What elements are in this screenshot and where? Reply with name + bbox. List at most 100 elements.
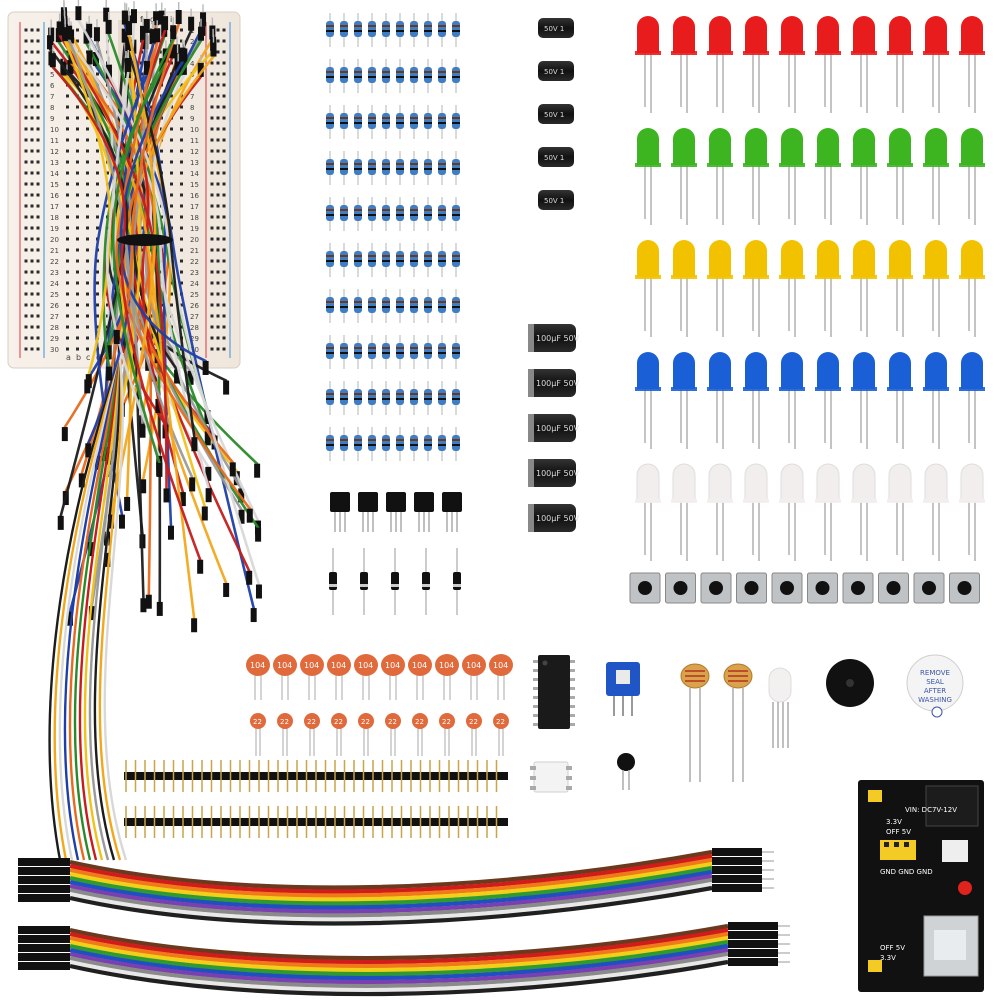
breadboard-row-number-left: 10 (50, 126, 59, 134)
breadboard-col-letter: a (66, 353, 71, 362)
optocoupler (530, 761, 572, 793)
ic-chip (533, 655, 575, 729)
ceramic-22-label: 22 (388, 718, 397, 726)
breadboard-row-number-left: 15 (50, 181, 59, 189)
ceramic-22-label: 22 (334, 718, 343, 726)
breadboard-row-number: 13 (190, 159, 199, 167)
ecap-small-label: 50V 1 (544, 197, 564, 205)
breadboard-col-letter: c (86, 353, 90, 362)
breadboard-row-number: 10 (190, 126, 199, 134)
buzzer-label-2: SEAL (926, 678, 944, 686)
breadboard-row-number-left: 5 (50, 71, 54, 79)
breadboard-row-number: 8 (190, 104, 194, 112)
breadboard-row-number: 2 (190, 38, 194, 46)
breadboard-row-number: 19 (190, 225, 199, 233)
pm-label-vin: VIN: DC7V-12V (905, 806, 957, 814)
breadboard-row-number-left: 29 (50, 335, 59, 343)
breadboard-col-letter: b (76, 353, 81, 362)
breadboard-row-number-left: 18 (50, 214, 59, 222)
potentiometer (606, 662, 640, 716)
dupont-ribbon-cables (18, 848, 790, 997)
ecap-large-label: 100µF 50V (536, 334, 580, 343)
ceramic-22-label: 22 (253, 718, 262, 726)
thermistor (617, 753, 635, 790)
breadboard-row-number-left: 19 (50, 225, 59, 233)
breadboard-row-number: 29 (190, 335, 199, 343)
passive-buzzer (826, 659, 874, 707)
ceramic-104-label: 104 (304, 661, 319, 670)
breadboard-row-number-left: 6 (50, 82, 55, 90)
breadboard-row-number: 25 (190, 291, 199, 299)
breadboard-row-number-left: 7 (50, 93, 54, 101)
breadboard-row-number: 26 (190, 302, 199, 310)
breadboard-row-number: 14 (190, 170, 199, 178)
ceramic-22-label: 22 (469, 718, 478, 726)
breadboard-row-number-left: 16 (50, 192, 59, 200)
pm-label-33-top: 3.3V (886, 818, 902, 826)
breadboard-row-number: 28 (190, 324, 199, 332)
breadboard-row-number-left: 28 (50, 324, 59, 332)
tactile-button-row (629, 572, 980, 604)
pm-label-33-bot: 3.3V (880, 954, 896, 962)
breadboard-col-letter: i (170, 15, 172, 24)
ceramic-104-label: 104 (277, 661, 292, 670)
ceramic-22-label: 22 (280, 718, 289, 726)
resistor-array (326, 13, 460, 461)
ceramic-104-label: 104 (412, 661, 427, 670)
buzzer-label-1: REMOVE (920, 669, 950, 677)
pin-headers (124, 760, 508, 838)
breadboard-row-number-left: 27 (50, 313, 59, 321)
ecap-large-label: 100µF 50V (536, 469, 580, 478)
breadboard-row-number: 20 (190, 236, 199, 244)
breadboard-row-number-left: 25 (50, 291, 59, 299)
breadboard-row-number-left: 9 (50, 115, 54, 123)
breadboard-row-number: 16 (190, 192, 199, 200)
ceramic-22-label: 22 (307, 718, 316, 726)
breadboard-row-number-left: 17 (50, 203, 59, 211)
ceramic-22-label: 22 (442, 718, 451, 726)
breadboard-row-number: 17 (190, 203, 199, 211)
breadboard-row-number-left: 30 (50, 346, 59, 354)
pm-label-off5-top: OFF 5V (886, 828, 911, 836)
diode-row (329, 548, 461, 615)
breadboard-row-number: 4 (190, 60, 195, 68)
breadboard-row-number: 15 (190, 181, 199, 189)
breadboard-row-number-left: 24 (50, 280, 59, 288)
breadboard-row-number-left: 12 (50, 148, 59, 156)
rgb-led (768, 667, 792, 748)
breadboard-row-number-left: 26 (50, 302, 59, 310)
ceramic-104-label: 104 (493, 661, 508, 670)
breadboard-row-number-left: 8 (50, 104, 54, 112)
ecap-large-label: 100µF 50V (536, 379, 580, 388)
ecap-large-label: 100µF 50V (536, 514, 580, 523)
ecap-small-label: 50V 1 (544, 68, 564, 76)
ceramic-104-label: 104 (385, 661, 400, 670)
led-grid (635, 16, 985, 561)
ceramic-104-label: 104 (331, 661, 346, 670)
breadboard-row-number-left: 14 (50, 170, 59, 178)
pm-label-gnd: GND GND GND (880, 868, 933, 876)
breadboard-power-module: VIN: DC7V-12V 3.3V OFF 5V GND GND GND OF… (858, 780, 984, 992)
breadboard-row-number: 24 (190, 280, 199, 288)
breadboard-row-number: 18 (190, 214, 199, 222)
breadboard-row-number-left: 22 (50, 258, 59, 266)
breadboard-row-number-left: 23 (50, 269, 59, 277)
ecap-large-label: 100µF 50V (536, 424, 580, 433)
ceramic-104-label: 104 (250, 661, 265, 670)
jumper-wire-bundle (47, 0, 262, 861)
pm-label-off5-bot: OFF 5V (880, 944, 905, 952)
breadboard-row-number: 22 (190, 258, 199, 266)
active-buzzer: REMOVE SEAL AFTER WASHING (906, 654, 964, 718)
breadboard-row-number: 21 (190, 247, 199, 255)
breadboard-row-number: 7 (190, 93, 194, 101)
breadboard-row-number-left: 11 (50, 137, 59, 145)
ecap-small-label: 50V 1 (544, 25, 564, 33)
breadboard-row-number: 27 (190, 313, 199, 321)
photoresistors (680, 663, 753, 782)
buzzer-label-4: WASHING (918, 696, 952, 704)
ecap-small-label: 50V 1 (544, 111, 564, 119)
breadboard-row-number-left: 13 (50, 159, 59, 167)
